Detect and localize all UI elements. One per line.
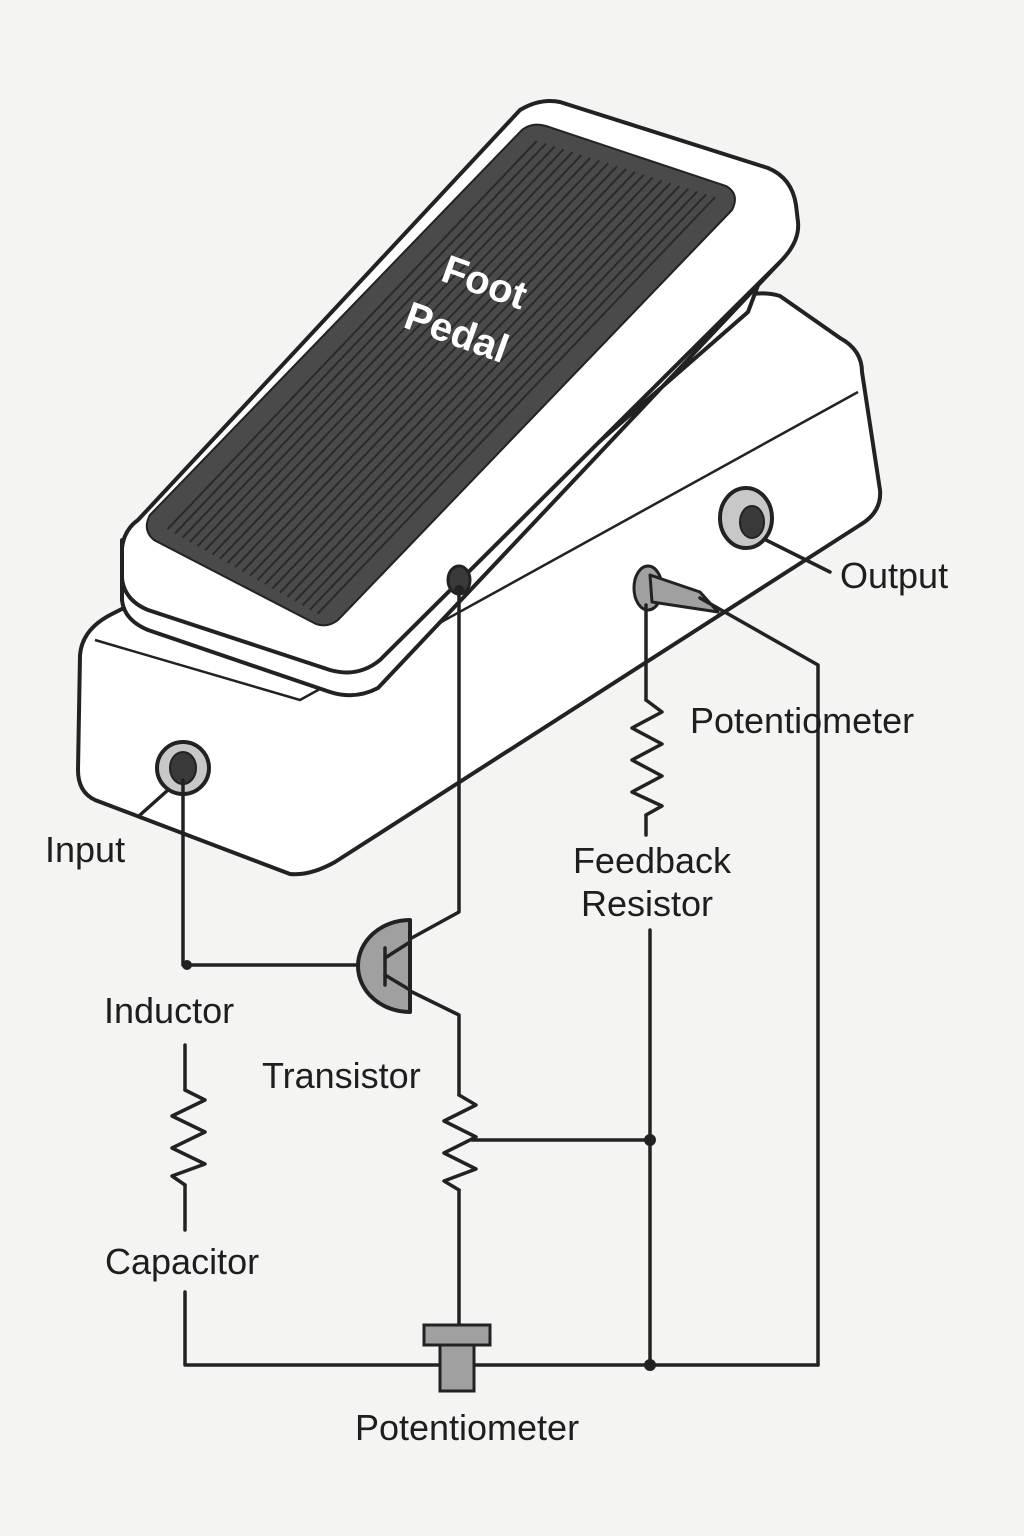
tread-ridge <box>309 193 707 611</box>
tread-ridge <box>279 182 672 594</box>
tread-ridge <box>241 168 627 573</box>
potentiometer-top-label: Potentiometer <box>690 700 914 741</box>
wire-emitter <box>406 988 461 1097</box>
input-jack <box>155 740 211 796</box>
wire-input-label-lead <box>138 788 170 817</box>
tread-ridge <box>226 162 609 564</box>
tread-ridge <box>271 179 663 590</box>
tread-ridge <box>166 140 538 530</box>
output-label: Output <box>840 555 948 596</box>
transistor-label: Transistor <box>262 1055 421 1096</box>
pedal-base <box>76 291 883 877</box>
feedback-resistor-label-line1: Feedback <box>573 840 732 881</box>
tread-ridge <box>249 171 636 577</box>
base-top-edge <box>94 390 859 702</box>
output-jack <box>718 486 774 550</box>
wire-pivot-to-collector <box>406 588 461 942</box>
tread-ridge <box>211 157 592 556</box>
lower-pot-zigzag <box>442 1093 478 1192</box>
tread-ridge <box>286 185 681 598</box>
tread-ridge <box>264 176 654 585</box>
bottom-potentiometer-knob <box>422 1323 492 1393</box>
junction-dots <box>182 585 656 1371</box>
inductor-zigzag <box>170 1088 207 1187</box>
tread-ridge <box>256 173 645 581</box>
tread-ridge <box>316 196 716 615</box>
transistor-symbol <box>356 918 412 1014</box>
inductor-label: Inductor <box>104 990 234 1031</box>
tread-ridge <box>219 159 600 560</box>
tread-ridge <box>181 145 556 539</box>
input-label: Input <box>45 829 125 870</box>
tread-ridge <box>204 154 583 552</box>
feedback-resistor-zigzag <box>630 698 664 817</box>
capacitor-label: Capacitor <box>105 1241 259 1282</box>
tread-ridges <box>166 140 716 615</box>
wire-output-lead <box>764 538 832 574</box>
tread-ridge <box>174 142 547 535</box>
tread-ridge <box>294 188 690 602</box>
potentiometer-bottom-label: Potentiometer <box>355 1407 579 1448</box>
tread-ridge <box>189 148 565 543</box>
wire-pot-to-rail <box>698 596 820 1367</box>
feedback-resistor-label-line2: Resistor <box>581 883 713 924</box>
potentiometer-shaft <box>632 564 720 614</box>
tread-ridge <box>196 151 574 547</box>
wire-capacitor-down <box>183 1290 820 1367</box>
base-body <box>76 291 883 877</box>
tread-ridge <box>234 165 618 568</box>
tread-ridge <box>301 190 698 607</box>
